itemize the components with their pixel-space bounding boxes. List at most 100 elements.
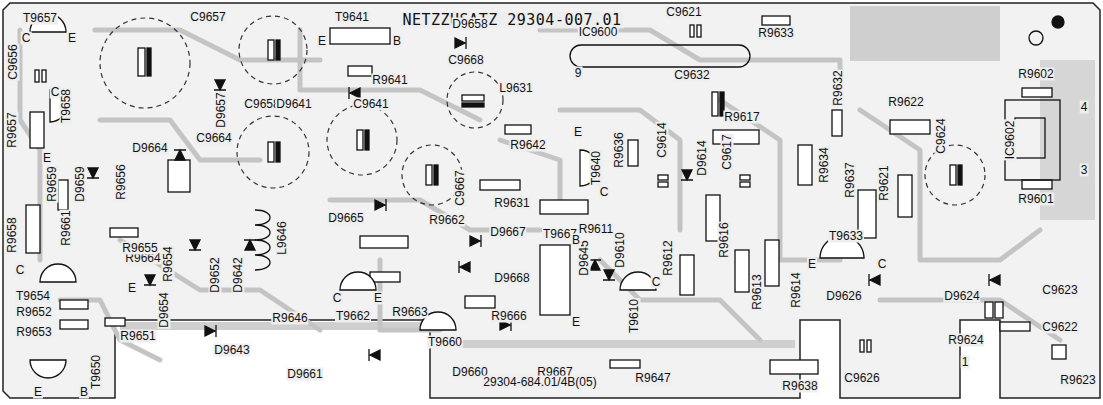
- component-label: R9662: [428, 214, 465, 227]
- pcb-shape: [30, 112, 44, 148]
- component-label: R9633: [757, 27, 794, 40]
- component-label: R9611: [578, 223, 614, 236]
- pcb-shape: [276, 40, 280, 60]
- component-label: C9632: [673, 69, 710, 82]
- pcb-shape: [1015, 118, 1045, 158]
- component-label: R9655: [121, 242, 158, 255]
- component-label: C9657: [189, 11, 226, 24]
- component-label: E: [42, 152, 52, 165]
- pcb-shape: [87, 168, 99, 178]
- component-label: D9664: [131, 142, 168, 155]
- board: [3, 3, 1100, 398]
- component-label: R9657: [6, 111, 19, 148]
- pcb-shape: [60, 320, 88, 329]
- pcb-shape: [860, 110, 1040, 260]
- pcb-shape: [348, 66, 372, 76]
- component-label: D9667: [489, 226, 526, 239]
- pcb-shape: [58, 180, 68, 210]
- pcb-shape: [589, 260, 601, 270]
- component-label: B: [79, 386, 89, 399]
- pcb-shape: [110, 228, 138, 237]
- component-label: T9640: [590, 150, 603, 186]
- pcb-shape: [890, 120, 930, 134]
- component-label: R9666: [490, 310, 527, 323]
- component-label: C: [877, 258, 888, 271]
- component-label: D9652: [209, 256, 222, 293]
- component-label: D9643: [213, 344, 250, 357]
- component-label: C9656: [7, 43, 20, 80]
- component-label: C9667: [454, 169, 467, 206]
- component-label: R9651: [119, 330, 156, 343]
- pcb-shape: [330, 28, 390, 44]
- pcb-shape: [205, 325, 216, 337]
- pcb-shape: [426, 165, 432, 185]
- pcb-shape: [720, 100, 840, 260]
- pcb-shape: [681, 170, 693, 180]
- component-label: C: [332, 292, 343, 305]
- component-label: C: [599, 186, 610, 199]
- capacitor-bodies: [35, 25, 1066, 359]
- transistor-outlines: [30, 14, 864, 378]
- component-label: R9623: [1059, 374, 1096, 387]
- component-label: R9616: [718, 221, 731, 258]
- component-label: T9650: [90, 354, 103, 390]
- component-label: E: [127, 282, 137, 295]
- component-label: 1: [961, 356, 970, 369]
- component-label: R9663: [391, 306, 428, 319]
- component-label: E: [571, 316, 581, 329]
- pcb-shape: [995, 302, 1003, 318]
- pcb-shape: [3, 3, 1100, 398]
- pcb-shape: [1022, 88, 1052, 97]
- pcb-shape: [35, 70, 39, 82]
- component-label: R9637: [844, 161, 857, 198]
- component-label: E: [373, 292, 383, 305]
- pcb-shape: [989, 274, 1000, 286]
- component-label: D9654: [158, 291, 171, 328]
- pcb-shape: [832, 110, 842, 136]
- pcb-shape: [470, 235, 481, 247]
- pcb-shape: [697, 25, 701, 37]
- component-label: R9659: [46, 165, 59, 202]
- pcb-shape: [958, 165, 962, 185]
- component-label: R9617: [723, 111, 760, 124]
- pcb-shape: [144, 275, 156, 285]
- pcb-shape: [740, 175, 750, 180]
- pcb-shape: [214, 80, 226, 90]
- component-label: R9638: [781, 380, 818, 393]
- component-label: R9614: [790, 271, 803, 308]
- component-label: C9668: [447, 54, 484, 67]
- component-label: R9654: [162, 245, 175, 282]
- pcb-shape: [610, 360, 640, 368]
- pcb-shape: [459, 261, 470, 273]
- resistor-bodies: [26, 16, 1052, 374]
- pcb-shape: [712, 92, 718, 116]
- component-label: R9632: [832, 69, 845, 106]
- pcb-shape: [255, 210, 270, 270]
- pcb-shape: [950, 165, 956, 185]
- pcb-shape: [42, 70, 46, 82]
- component-label: E: [317, 35, 327, 48]
- pcb-shape: [770, 360, 818, 374]
- pcb-shape: [570, 45, 750, 67]
- component-label: D9626: [825, 290, 862, 303]
- pcb-shape: [540, 30, 840, 100]
- component-label: D9624: [943, 290, 980, 303]
- pcb-shape: [357, 130, 363, 150]
- pcb-shape: [30, 360, 66, 378]
- pcb-shape: [455, 37, 466, 49]
- pcb-shape: [447, 72, 503, 128]
- diode-symbols: [87, 37, 1000, 361]
- pcb-shape: [985, 302, 993, 318]
- pcb-shape: [1022, 180, 1052, 189]
- component-label: R9653: [15, 326, 52, 339]
- pcb-shape: [434, 165, 438, 185]
- component-label: T9641: [334, 11, 370, 24]
- pcb-shape: [462, 95, 484, 101]
- pcb-shape: [268, 142, 274, 162]
- component-label: R9641: [371, 74, 408, 87]
- pcb-shape: [60, 300, 88, 309]
- component-label: C: [651, 276, 662, 289]
- component-label: C9623: [1041, 284, 1078, 297]
- pcb-shape: [327, 105, 397, 175]
